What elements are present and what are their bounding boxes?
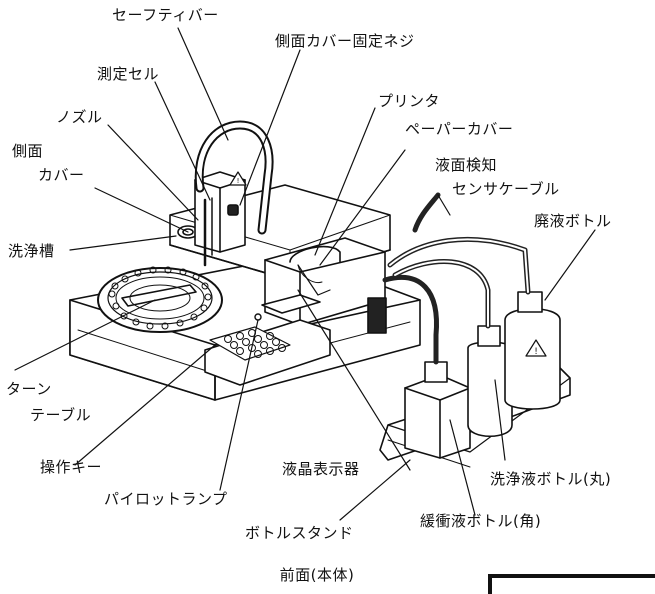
label-operation-key: 操作キー bbox=[40, 458, 103, 476]
keypad-keys bbox=[224, 329, 286, 358]
control-panel bbox=[204, 294, 331, 386]
label-measuring-cell: 測定セル bbox=[97, 65, 160, 83]
label-waste-bottle: 廃液ボトル bbox=[534, 212, 612, 230]
turntable-sample-holes bbox=[108, 266, 212, 330]
waste-bottle: ! bbox=[504, 291, 561, 410]
label-side-cover-line2: カバー bbox=[38, 166, 85, 184]
label-turntable-line1: ターン bbox=[6, 380, 52, 398]
wash-bottle-round bbox=[467, 325, 513, 437]
label-wash-bottle-round: 洗浄液ボトル(丸) bbox=[490, 470, 612, 488]
safety-bar-inner bbox=[196, 122, 272, 233]
label-turntable-line2: テーブル bbox=[30, 406, 92, 424]
turntable bbox=[97, 267, 223, 333]
label-nozzle: ノズル bbox=[56, 108, 103, 126]
label-pilot-lamp: パイロットランプ bbox=[104, 490, 228, 508]
label-printer: プリンタ bbox=[378, 92, 441, 110]
leader-lines bbox=[14, 27, 596, 521]
caption-front-view: 前面(本体) bbox=[279, 566, 355, 584]
label-buffer-bottle-square: 緩衝液ボトル(角) bbox=[420, 512, 542, 530]
svg-text:!: ! bbox=[237, 177, 240, 185]
tubes-highlight bbox=[389, 238, 529, 327]
svg-text:!: ! bbox=[534, 347, 538, 357]
label-paper-cover: ペーパーカバー bbox=[405, 120, 514, 138]
measuring-cell-tower: ! bbox=[194, 171, 247, 267]
label-level-sensor-line1: 液面検知 bbox=[435, 156, 498, 174]
label-level-sensor-line2: センサケーブル bbox=[452, 180, 560, 198]
label-lcd-display: 液晶表示器 bbox=[282, 460, 360, 478]
label-side-cover-screw: 側面カバー固定ネジ bbox=[275, 32, 415, 50]
label-bottle-stand: ボトルスタンド bbox=[245, 524, 354, 542]
label-safety-bar: セーフティバー bbox=[112, 6, 219, 24]
buffer-bottle-square bbox=[404, 361, 471, 459]
label-wash-tank: 洗浄槽 bbox=[8, 242, 55, 260]
pilot-lamp bbox=[254, 313, 262, 321]
inset-frame-corner bbox=[488, 574, 655, 594]
label-side-cover-line1: 側面 bbox=[12, 142, 44, 160]
